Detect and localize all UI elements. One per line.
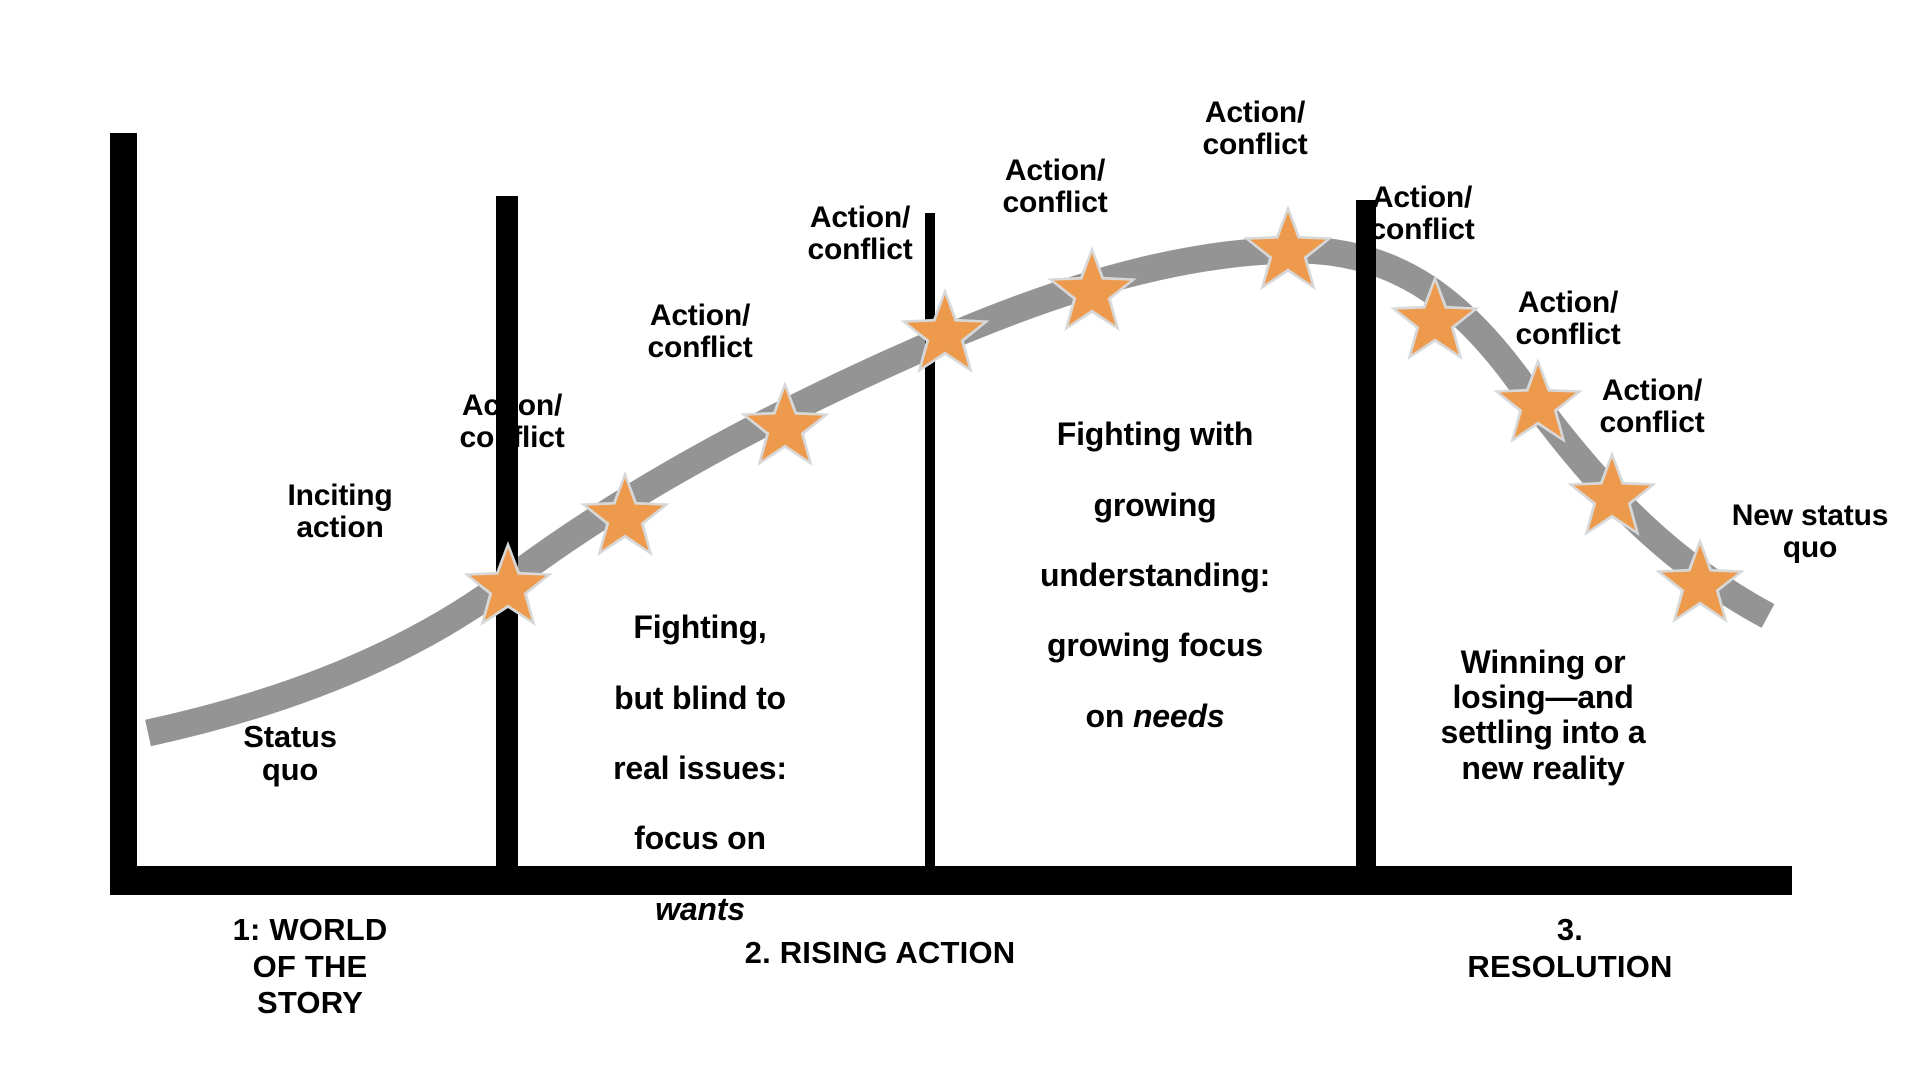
note-wants-emphasis: wants [655,890,745,927]
note-needs-line-4: growing focus [1046,627,1264,664]
stage-title-act-3: 3. RESOLUTION [1467,912,1673,984]
note-needs-line-3: understanding: [1039,556,1271,593]
note-needs-line-5: on [1085,697,1125,734]
beat-label-action-conflict-7: Action/ conflict [1515,286,1621,351]
note-needs: Fighting with growing understanding: gro… [1015,382,1295,734]
star-icon [1053,253,1131,326]
beat-label-action-conflict-6: Action/ conflict [1369,181,1475,246]
star-icon [1396,282,1474,355]
note-resolution: Winning or losing—and settling into a ne… [1440,644,1646,786]
axis-left-vertical [110,133,137,873]
star-icon [1249,212,1327,285]
stage-title-act-2: 2. RISING ACTION [744,935,1016,970]
star-icon [586,478,664,551]
star-icon [906,295,984,368]
divider-act1-act2 [496,196,518,873]
note-wants-line-2: but blind to [614,679,786,716]
star-icon [1661,545,1739,618]
beat-label-action-conflict-3: Action/ conflict [807,201,913,266]
star-icon [469,548,547,621]
note-needs-emphasis: needs [1132,697,1225,734]
note-wants: Fighting, but blind to real issues: focu… [570,575,830,927]
note-wants-line-4: focus on [634,820,766,857]
note-wants-line-1: Fighting, [633,609,767,646]
note-status-quo: Status quo [243,719,337,788]
beat-label-action-conflict-4: Action/ conflict [1002,154,1108,219]
beat-label-action-conflict-8: Action/ conflict [1599,374,1705,439]
beat-label-action-conflict-2: Action/ conflict [647,299,753,364]
note-needs-line-1: Fighting with [1056,416,1254,453]
beat-label-new-status-quo: New status quo [1731,499,1889,564]
star-markers [463,205,1745,627]
star-icon [1573,458,1651,531]
divider-midpoint [925,213,935,873]
baseline-axis [110,866,1792,895]
stage-title-act-1: 1: WORLD OF THE STORY [232,912,388,1021]
beat-label-inciting-action: Inciting action [287,479,393,544]
beat-label-action-conflict-5: Action/ conflict [1202,96,1308,161]
star-icon [1499,365,1577,438]
beat-label-action-conflict-1: Action/ conflict [459,389,565,454]
note-wants-line-3: real issues: [613,749,787,786]
note-needs-line-2: growing [1093,486,1217,523]
divider-act2-act3 [1356,200,1376,873]
star-icon [746,388,824,461]
